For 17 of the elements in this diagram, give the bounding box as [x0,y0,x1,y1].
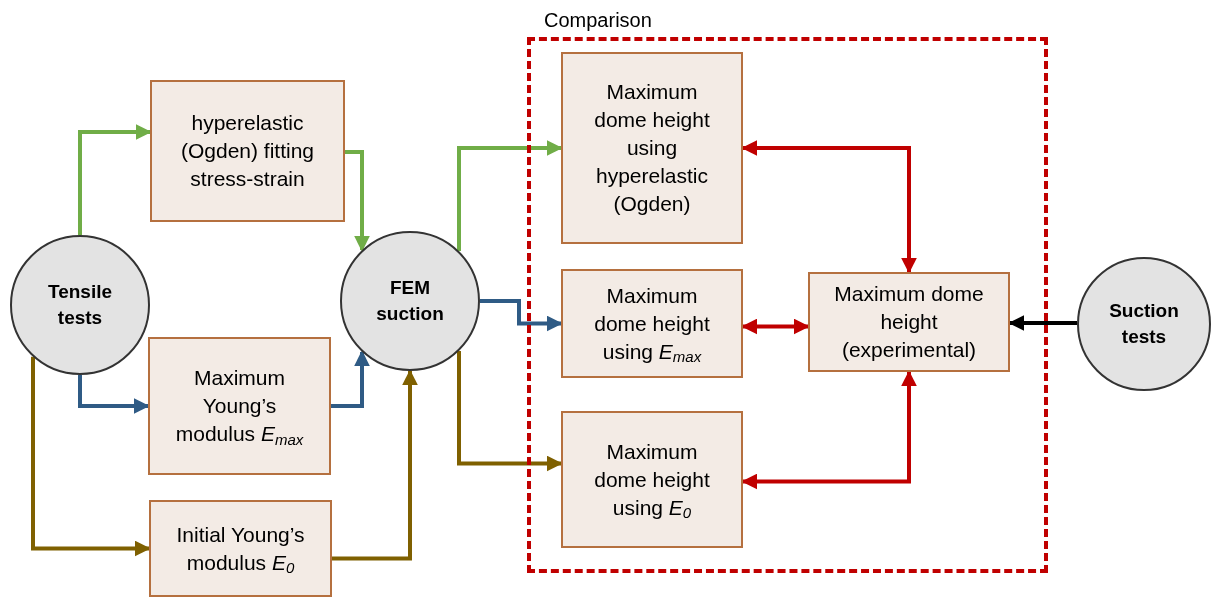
arrow [345,150,370,252]
group-title: Comparison [544,8,652,32]
process-box: hyperelastic (Ogden) fitting stress-strain [150,80,345,222]
process-box: Maximum dome height (experimental) [808,272,1010,372]
process-box: Initial Young’s modulus E$_{0}$ [149,500,332,597]
process-box: Maximum Young’s modulus E$_{max}$ [148,337,331,475]
arrow [331,350,370,408]
arrow [78,124,152,235]
process-box: Maximum dome height using E$_{0}$ [561,411,743,548]
arrow [31,356,151,557]
arrow [457,140,563,251]
arrow [332,369,418,561]
process-box: Maximum dome height using E$_{max}$ [561,269,743,378]
process-box: Maximum dome height using hyperelastic (Ogden) [561,52,743,244]
arrow [78,375,150,414]
arrow [457,351,563,472]
arrow [480,299,563,332]
